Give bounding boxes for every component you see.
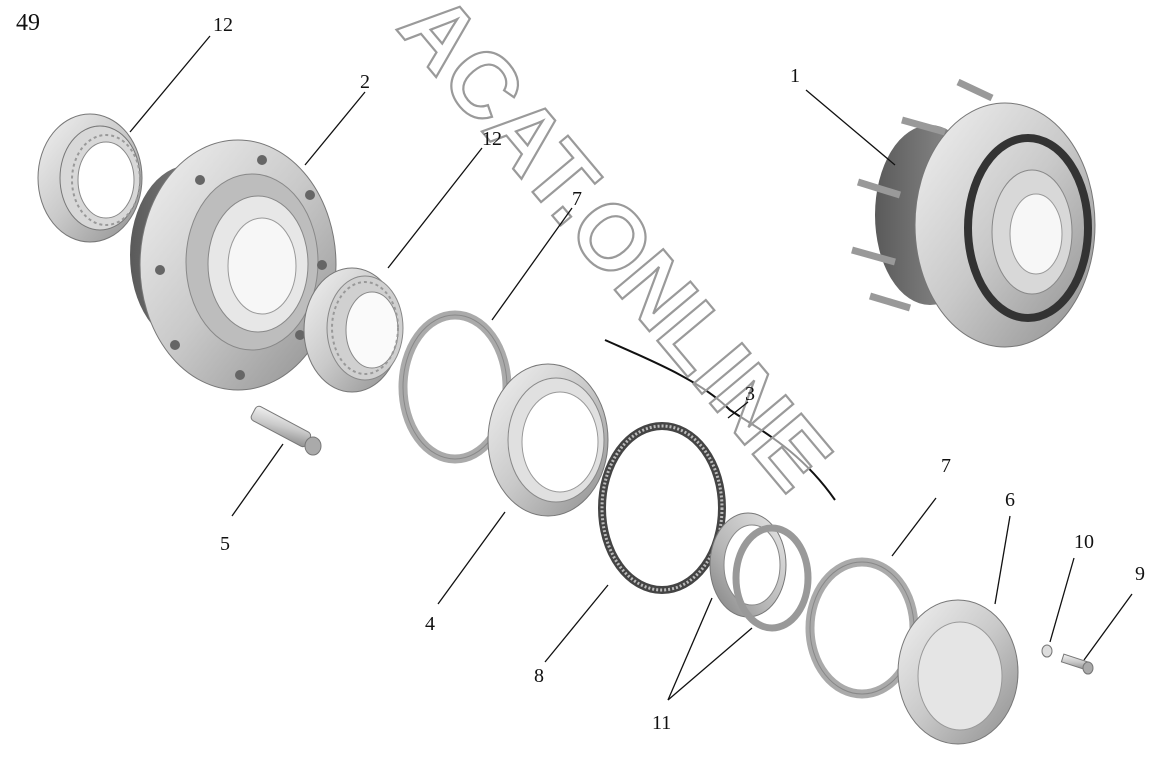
leader-12-inner	[387, 147, 483, 269]
svg-text:ACAT.ONLINE: ACAT.ONLINE	[380, 0, 851, 509]
bolt-part	[1060, 653, 1094, 675]
callout-5: 5	[220, 533, 230, 555]
spacer-rings-part	[709, 512, 812, 632]
leader-11-a	[667, 597, 713, 701]
leader-4	[437, 511, 506, 605]
wheel-hub-housing-part	[130, 139, 337, 391]
sensor-cable-part	[604, 339, 836, 501]
callout-10: 10	[1074, 531, 1094, 553]
leader-10	[1049, 557, 1075, 643]
leader-3	[727, 401, 749, 419]
callout-8: 8	[534, 665, 544, 687]
leader-1	[805, 89, 896, 166]
callout-7-bottom: 7	[941, 455, 951, 477]
leader-7-bottom	[891, 497, 937, 557]
leader-12-top	[129, 35, 211, 133]
leader-5	[231, 443, 284, 517]
callout-12-inner: 12	[482, 128, 502, 150]
leader-7-top	[491, 207, 573, 321]
leader-6	[994, 515, 1011, 605]
callout-9: 9	[1135, 563, 1145, 585]
callout-6: 6	[1005, 489, 1015, 511]
leader-11-b	[667, 627, 753, 701]
bearing-outer-part	[37, 113, 143, 243]
leader-9	[1083, 593, 1133, 661]
wheel-stud-part	[250, 405, 322, 456]
tone-ring-part	[598, 422, 726, 594]
leader-8	[544, 584, 609, 663]
figure-number: 49	[16, 10, 40, 36]
callout-3: 3	[745, 383, 755, 405]
callout-7-top: 7	[572, 188, 582, 210]
callout-11: 11	[652, 712, 671, 734]
callout-2: 2	[360, 71, 370, 93]
assembled-hub-part	[851, 78, 1096, 348]
bearing-inner-part	[303, 267, 404, 393]
hub-cover-part	[897, 599, 1019, 745]
washer-part	[1041, 644, 1053, 658]
watermark: ACAT.ONLINE ACAT.ONLINE	[379, 0, 852, 510]
callout-12-top: 12	[213, 14, 233, 36]
leader-2	[304, 91, 366, 166]
callout-4: 4	[425, 613, 435, 635]
callout-1: 1	[790, 65, 800, 87]
seal-housing-part	[487, 363, 609, 517]
